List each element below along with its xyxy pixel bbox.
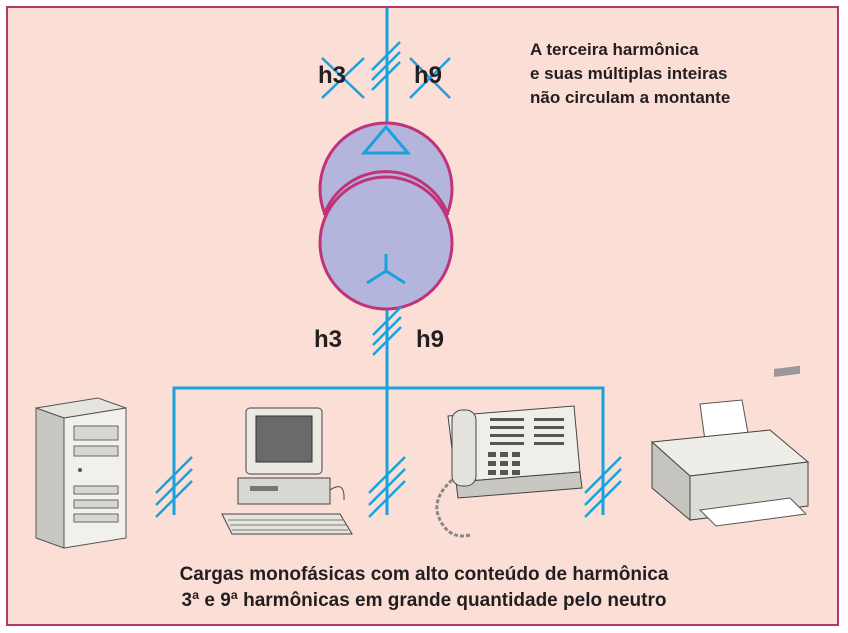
downstream-h9-label: h9 — [416, 326, 445, 353]
upstream-h9-label: h9 — [414, 62, 443, 89]
upstream-phase-marks — [371, 41, 401, 91]
transformer — [318, 121, 454, 311]
caption-line-1: Cargas monofásicas com alto conteúdo de … — [179, 564, 669, 585]
distribution-bus — [172, 386, 605, 515]
note-line-2: e suas múltiplas inteiras — [530, 64, 728, 83]
diagram-frame — [6, 6, 839, 626]
delta-symbol-icon — [360, 124, 412, 155]
upstream-note: A terceira harmônica e suas múltiplas in… — [530, 38, 730, 110]
pc-tower-icon — [35, 397, 127, 549]
downstream-h3-label: h3 — [314, 326, 343, 353]
wye-symbol-icon — [366, 254, 406, 285]
telephone-icon — [435, 405, 583, 538]
upstream-h3-label: h3 — [318, 62, 347, 89]
branch-marks-right — [584, 456, 622, 518]
desktop-computer-icon — [221, 407, 353, 535]
h9-cross-icon — [409, 57, 451, 99]
note-line-1: A terceira harmônica — [530, 40, 699, 59]
h3-cross-icon — [321, 57, 365, 99]
note-line-3: não circulam a montante — [530, 88, 731, 107]
caption-line-2: 3ª e 9ª harmônicas em grande quantidade … — [181, 590, 667, 611]
fax-printer-icon — [650, 365, 810, 527]
figure-caption: Cargas monofásicas com alto conteúdo de … — [0, 562, 848, 614]
branch-marks-center — [368, 456, 406, 518]
branch-marks-left — [155, 456, 193, 518]
downstream-phase-marks — [372, 306, 402, 356]
